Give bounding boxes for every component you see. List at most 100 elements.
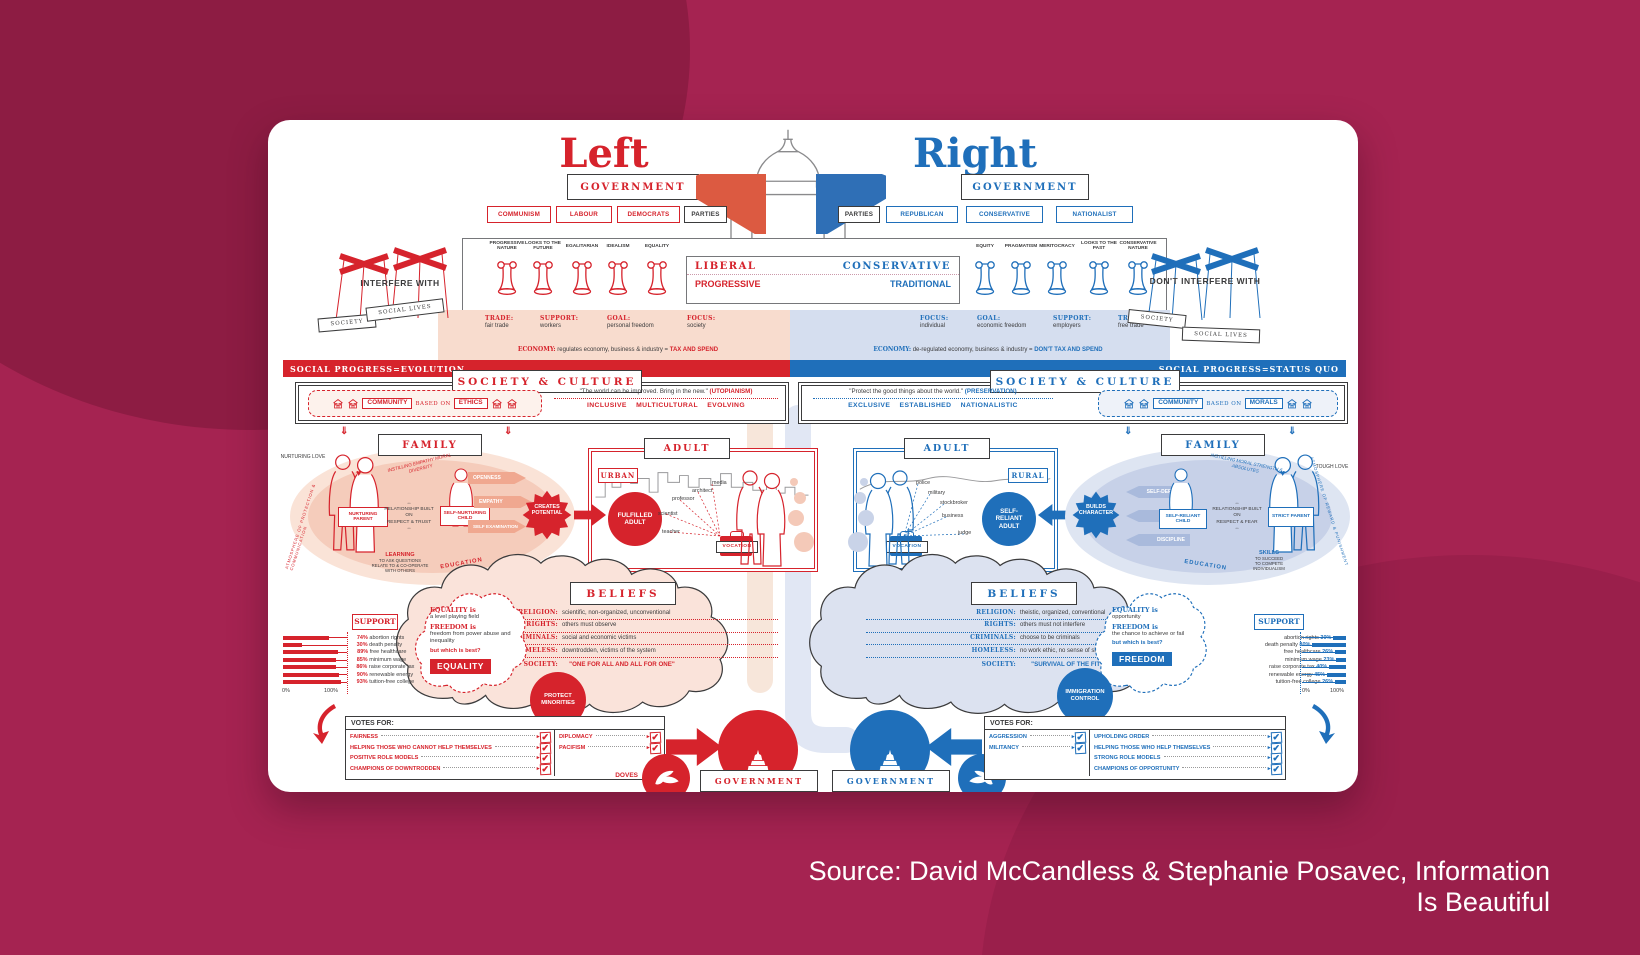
vocation-media: media xyxy=(712,480,727,486)
pillar-icon xyxy=(570,260,594,296)
pillar-label: IDEALISM xyxy=(606,244,630,249)
support-bar xyxy=(1327,672,1346,677)
vocation-business: business xyxy=(942,513,964,519)
learning-line: TO ASK QUESTIONS xyxy=(379,558,421,563)
support-title: SUPPORT xyxy=(1258,617,1300,627)
setting-label: URBAN xyxy=(600,470,636,480)
value-text: free trade xyxy=(1118,322,1144,329)
left-government-label: GOVERNMENT xyxy=(580,181,686,193)
belief-value: scientific, non-organized, unconventiona… xyxy=(562,609,671,616)
creates-potential-label: CREATES POTENTIAL xyxy=(531,504,563,517)
community-box: COMMUNITY xyxy=(362,398,413,409)
support-bar-row: abortion rights 30% xyxy=(1206,634,1346,641)
house-icon xyxy=(1301,398,1313,409)
support-bar-row: free healthcare 26% xyxy=(1206,649,1346,656)
value-text: workers xyxy=(540,322,562,329)
trait-arrow-openness: OPENNESS xyxy=(468,472,526,484)
self-reliant-adult-label: SELF-RELIANT ADULT xyxy=(995,508,1023,530)
vote-checkbox: ✔ xyxy=(649,742,661,754)
belief-label: RIGHTS: xyxy=(526,621,558,629)
vote-label: AGGRESSION xyxy=(989,734,1027,741)
society-culture-left-banner: SOCIETY & CULTURE xyxy=(452,370,642,393)
relationship-text2: RESPECT & TRUST xyxy=(386,519,432,525)
values-band-left xyxy=(438,310,790,360)
relationship-text2: RESPECT & FEAR xyxy=(1216,519,1258,525)
support-bar xyxy=(1333,635,1346,640)
value-label: SUPPORT: xyxy=(1053,315,1092,322)
party-label: COMMUNISM xyxy=(497,211,541,218)
answer-label: EQUALITY xyxy=(437,660,484,671)
society-label: SOCIETY xyxy=(1140,314,1174,324)
check-icon: ✔ xyxy=(1271,731,1280,742)
society-traits-left: INCLUSIVE MULTICULTURAL EVOLVING xyxy=(554,398,778,409)
check-icon: ✔ xyxy=(540,731,549,742)
vocation-professor: professor xyxy=(672,496,695,502)
arrow-right-icon: ▸ xyxy=(536,755,540,762)
pillar-label: PRAGMATISM xyxy=(1004,244,1038,249)
decorative-dot xyxy=(788,510,804,526)
dotted-leader xyxy=(1029,735,1070,737)
pillar-icon xyxy=(645,260,669,296)
relationship-text: RELATIONSHIP BUILT ON xyxy=(1212,507,1262,519)
support-bar xyxy=(283,672,339,677)
belief-label: RIGHTS: xyxy=(984,621,1016,629)
house-icon xyxy=(506,398,518,409)
dotted-leader xyxy=(1213,745,1266,747)
party-nationalist: NATIONALIST xyxy=(1056,206,1133,223)
belief-value: theistic, organized, conventional xyxy=(1020,609,1106,616)
parent-label: STRICT PARENT xyxy=(1271,514,1311,520)
support-bar xyxy=(1329,665,1346,670)
economy-highlight: DON'T TAX AND SPEND xyxy=(1034,347,1103,353)
belief-row: RELIGION: scientific, non-organized, unc… xyxy=(446,607,778,620)
arrow-right-icon: ▸ xyxy=(1071,734,1075,741)
social-progress-left-label: SOCIAL PROGRESS=EVOLUTION xyxy=(290,363,466,374)
belief-row: RELIGION: theistic, organized, conventio… xyxy=(866,607,1196,620)
skills-line: TO COMPETE xyxy=(1254,561,1284,566)
setting-label: RURAL xyxy=(1011,470,1045,480)
immigration-control-label: IMMIGRATION CONTROL xyxy=(1065,689,1105,702)
support-label: tuition-free college xyxy=(1275,679,1321,686)
liberal-conservative-box: LIBERAL CONSERVATIVE PROGRESSIVE TRADITI… xyxy=(686,256,960,304)
party-republican: REPUBLICAN xyxy=(886,206,958,223)
support-right-axis-min: 0% xyxy=(1302,688,1310,694)
belief-label: HOMELESS: xyxy=(513,646,558,654)
progressive-label: PROGRESSIVE xyxy=(695,279,761,289)
social-lives-label: SOCIAL LIVES xyxy=(1194,331,1248,339)
self-reliant-child-box: SELF-RELIANT CHILD xyxy=(1159,509,1207,529)
vote-label: DIPLOMACY xyxy=(559,734,593,741)
support-right-axis-max: 100% xyxy=(1330,688,1345,694)
arrow-right-icon: ▸ xyxy=(536,734,540,741)
support-bar-row: death penalty 80% xyxy=(1206,641,1346,648)
pillar-icon xyxy=(606,260,630,296)
vote-checkbox: ✔ xyxy=(1270,731,1282,743)
value-trade-left: TRADE:fair trade xyxy=(485,315,531,331)
party-label: LABOUR xyxy=(569,211,599,218)
trait-label: SELF-DEFENCE xyxy=(1146,489,1185,495)
belief-row: HOMELESS: downtrodden, victims of the sy… xyxy=(446,645,778,659)
left-title: Left xyxy=(559,130,649,177)
trait-label: DISCIPLINE xyxy=(1156,537,1185,543)
vocation-label: VOCATION xyxy=(722,544,752,550)
left-right-arrow-icon: ↔ xyxy=(1234,525,1240,531)
belief-label: RELIGION: xyxy=(976,608,1016,616)
check-icon: ✔ xyxy=(650,731,659,742)
support-bar xyxy=(283,657,336,662)
support-pct: 30% xyxy=(356,642,368,649)
dove-icon xyxy=(649,764,683,792)
belief-row: RIGHTS: others must observe xyxy=(446,620,778,633)
support-bar xyxy=(1335,650,1346,655)
society-quote-left: "The world can be improved. Bring in the… xyxy=(554,388,778,409)
support-bar xyxy=(283,680,341,685)
community-pill-left: COMMUNITY BASED ON ETHICS xyxy=(308,390,542,417)
decorative-dot xyxy=(790,478,798,486)
society-quote-right: "Protect the good things about the world… xyxy=(813,388,1053,409)
family-right-banner: FAMILY xyxy=(1161,434,1265,456)
vote-checkbox: ✔ xyxy=(649,731,661,743)
community-label: COMMUNITY xyxy=(367,399,408,407)
right-government-label: GOVERNMENT xyxy=(972,181,1078,193)
which-is-best-question: but which is best? xyxy=(430,647,481,654)
pillar-label: LOOKS TO THE FUTURE xyxy=(525,241,561,252)
relationship-left: ↔ RELATIONSHIP BUILT ON RESPECT & TRUST … xyxy=(382,501,436,532)
votes-left-box: VOTES FOR: FAIRNESS▸✔ HELPING THOSE WHO … xyxy=(345,716,665,780)
